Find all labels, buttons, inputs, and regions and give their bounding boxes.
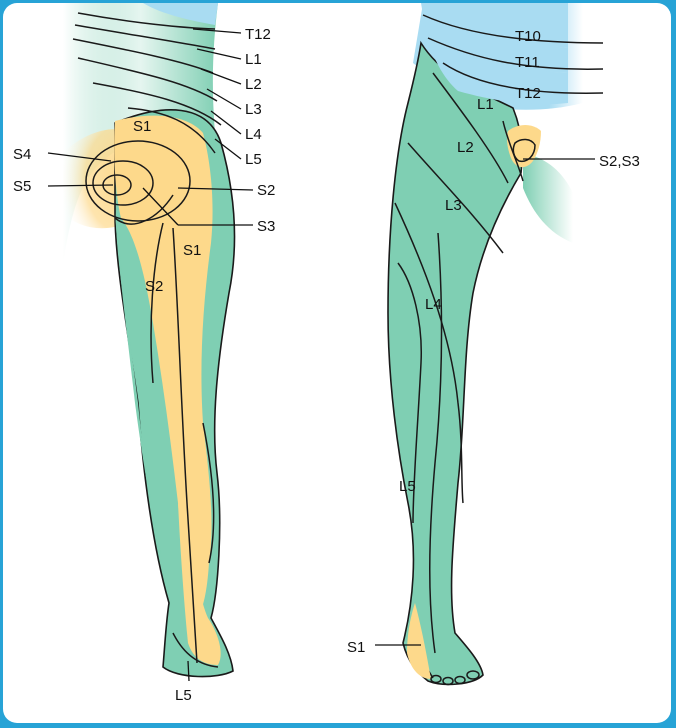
label-post-l5-foot: L5 <box>175 687 192 704</box>
anterior-s1-strip <box>407 603 431 679</box>
label-post-l3: L3 <box>245 101 262 118</box>
label-post-l1: L1 <box>245 51 262 68</box>
label-ant-t12: T12 <box>515 85 541 102</box>
label-ant-t10: T10 <box>515 28 541 45</box>
posterior-heel-strip <box>178 503 221 665</box>
label-post-s1-thigh: S1 <box>183 242 201 259</box>
label-ant-l5: L5 <box>399 478 416 495</box>
label-post-s2-thigh: S2 <box>145 278 163 295</box>
label-post-l5: L5 <box>245 151 262 168</box>
label-ant-l4: L4 <box>425 296 442 313</box>
posterior-t12-band <box>143 3 218 25</box>
label-post-s5: S5 <box>13 178 31 195</box>
anterior-band-t10 <box>421 3 568 48</box>
label-ant-s2s3: S2,S3 <box>599 153 640 170</box>
label-post-t12: T12 <box>245 26 271 43</box>
diagram-frame: T12 L1 L2 L3 L4 L5 S1 S4 S5 S2 S3 S1 S2 … <box>3 3 671 723</box>
label-ant-l1: L1 <box>477 96 494 113</box>
anterior-leg <box>387 40 523 686</box>
label-post-s2-right: S2 <box>257 182 275 199</box>
label-post-s3: S3 <box>257 218 275 235</box>
anterior-band-t11 <box>423 15 568 73</box>
posterior-s-region <box>114 115 213 616</box>
anterior-groin-fade <box>523 153 573 243</box>
label-ant-t11: T11 <box>515 54 540 71</box>
anterior-band-t12 <box>428 38 568 105</box>
posterior-view: T12 L1 L2 L3 L4 L5 S1 S4 S5 S2 S3 S1 S2 … <box>13 3 275 704</box>
anterior-view: T10 T11 T12 L1 L2 S2,S3 L3 L4 L5 S1 <box>347 3 640 686</box>
label-post-s4: S4 <box>13 146 31 163</box>
label-post-s1-upper: S1 <box>133 118 151 135</box>
label-ant-l2: L2 <box>457 139 474 156</box>
label-post-l2: L2 <box>245 76 262 93</box>
label-ant-s1: S1 <box>347 639 365 656</box>
label-post-l4: L4 <box>245 126 262 143</box>
dermatome-diagram: T12 L1 L2 L3 L4 L5 S1 S4 S5 S2 S3 S1 S2 … <box>13 3 640 704</box>
label-ant-l3: L3 <box>445 197 462 214</box>
